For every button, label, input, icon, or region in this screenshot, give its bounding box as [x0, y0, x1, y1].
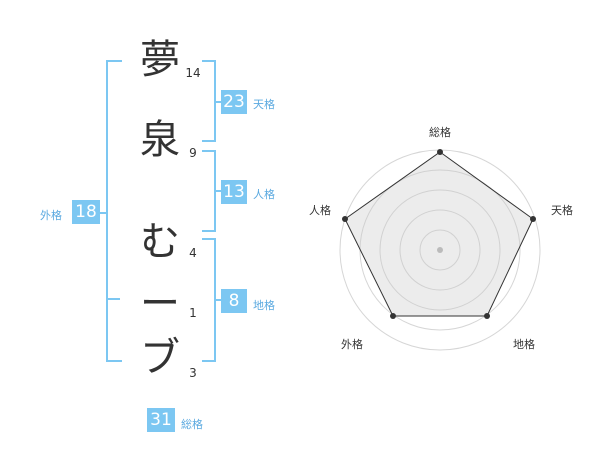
- stroke-count-5: 3: [189, 366, 197, 380]
- radar-point-tenkaku: [530, 216, 536, 222]
- gaikaku-connector: [100, 212, 106, 214]
- outer-bracket-left: [106, 60, 122, 362]
- radar-label-gaikaku: 外格: [341, 338, 363, 351]
- stroke-count-4: 1: [189, 306, 197, 320]
- jinkaku-connector: [214, 190, 222, 192]
- tenkaku-value: 23: [221, 90, 247, 114]
- stroke-count-1: 14: [185, 66, 201, 80]
- radar-label-tenkaku: 天格: [551, 204, 573, 217]
- name-char-1: 夢: [140, 37, 180, 83]
- chikaku-connector: [214, 299, 222, 301]
- soukaku-value: 31: [147, 408, 175, 432]
- stroke-count-3: 4: [189, 246, 197, 260]
- chikaku-divider-left: [106, 298, 120, 300]
- radar-point-soukaku: [437, 149, 443, 155]
- radar-point-chikaku: [484, 313, 490, 319]
- chikaku-label: 地格: [253, 299, 275, 312]
- name-char-2: 泉: [140, 117, 180, 163]
- name-char-5: ブ: [140, 335, 180, 381]
- soukaku-label: 総格: [181, 418, 203, 431]
- radar-polygon: [344, 151, 534, 317]
- stroke-count-2: 9: [189, 146, 197, 160]
- tenkaku-connector: [214, 101, 222, 103]
- radar-center-dot: [437, 247, 443, 253]
- jinkaku-value: 13: [221, 180, 247, 204]
- tenkaku-label: 天格: [253, 98, 275, 111]
- radar-label-soukaku: 総格: [429, 126, 451, 139]
- name-char-3: む: [140, 219, 180, 265]
- radar-label-jinkaku: 人格: [309, 204, 331, 217]
- chikaku-value: 8: [221, 289, 247, 313]
- gaikaku-value: 18: [72, 200, 100, 224]
- gaikaku-label: 外格: [40, 209, 62, 222]
- radar-point-jinkaku: [342, 216, 348, 222]
- radar-point-gaikaku: [390, 313, 396, 319]
- jinkaku-label: 人格: [253, 188, 275, 201]
- radar-label-chikaku: 地格: [513, 338, 535, 351]
- name-char-4: ー: [140, 281, 180, 327]
